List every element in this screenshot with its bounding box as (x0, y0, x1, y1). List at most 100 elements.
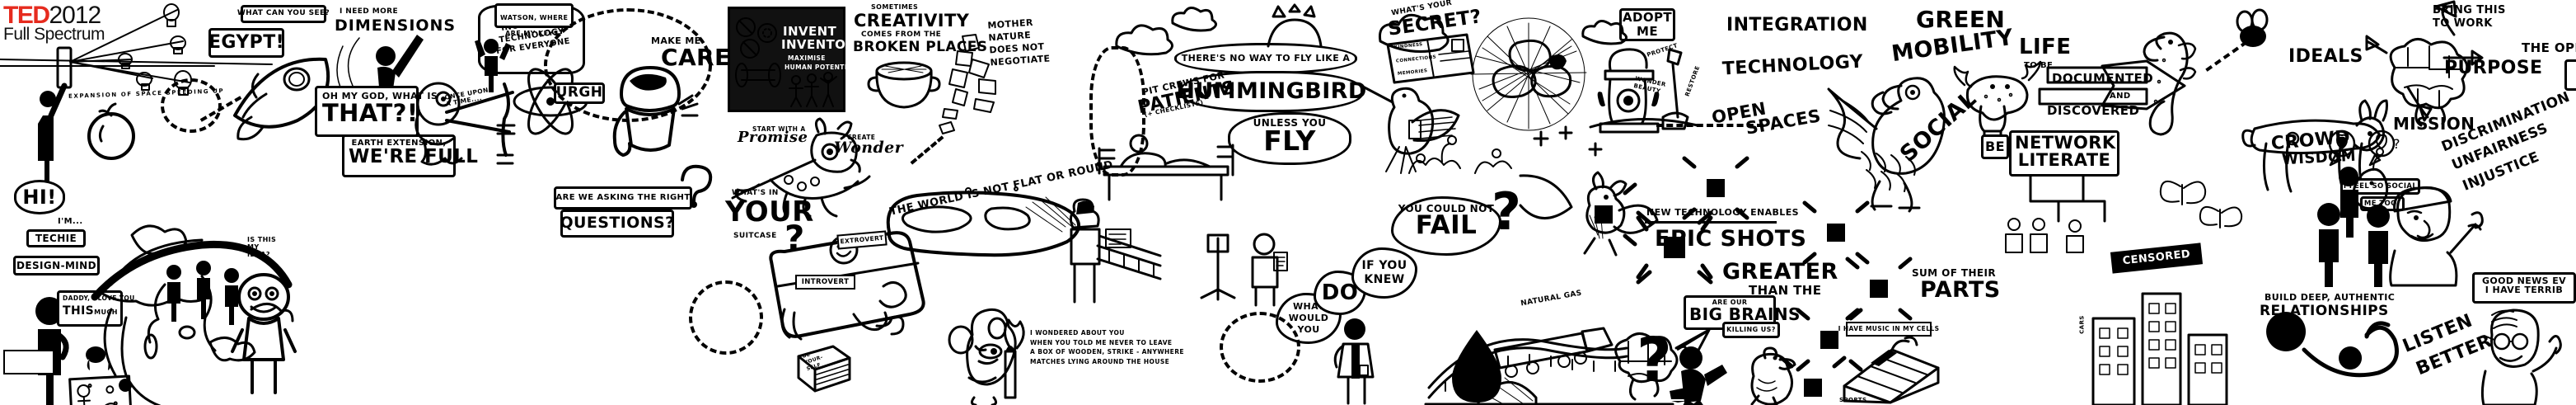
note-fail-question-mark: ? (1492, 181, 1522, 242)
bubble-i-feel-so-social: I FEEL SO SOCIAL (2340, 178, 2420, 195)
note-ideals: IDEALS (2288, 46, 2363, 67)
note-start-with-a: START WITH A (752, 125, 806, 133)
panel-network-literate: NETWORK LITERATE (2009, 130, 2119, 177)
note-unless-you: UNLESS YOU (1253, 117, 1327, 129)
sparkles-drawing (1533, 125, 1603, 157)
label-introvert: INTROVERT (795, 275, 855, 290)
fire-hydrant-snow-drawing (1589, 48, 1699, 134)
note-hummingbird: HUMMINGBIRD (1176, 78, 1367, 105)
note-killing-us: KILLING US? (1726, 325, 1776, 333)
postcard-drawing (1386, 33, 1475, 84)
dotted-ring-1 (161, 78, 222, 133)
slingshot-boy-drawing (415, 82, 516, 166)
note-daddy-much: MUCH (94, 308, 118, 316)
note-daddy-this: THIS (63, 304, 95, 318)
note-your: YOUR (725, 195, 814, 228)
label-techie: TECHIE (26, 229, 86, 247)
label-be: BE (1981, 134, 2009, 159)
rocket-drawing (233, 57, 330, 141)
mouse-match-drawing (948, 308, 1025, 405)
note-than-the: THAN THE (1749, 283, 1822, 298)
bubble-you-say (3, 350, 54, 374)
network-lines-drawing (2029, 175, 2106, 223)
label-i-have-music: I HAVE MUSIC IN MY CELLS (1838, 322, 1939, 337)
note-egypt: EGYPT! (208, 31, 285, 53)
bubble-questions: QUESTIONS? (560, 210, 674, 238)
note-life: LIFE (2019, 35, 2072, 59)
dotted-ring-2 (544, 8, 712, 122)
note-if-you-knew: IF YOU KNEW (1361, 258, 1407, 287)
note-questions: QUESTIONS? (560, 214, 675, 233)
nest-drawing (1470, 17, 1587, 131)
puppet-character-drawing (231, 273, 297, 394)
hummingbird-drawing (1360, 84, 1460, 174)
note-and: AND (2110, 92, 2131, 101)
note-broken-places: BROKEN PLACES (853, 39, 988, 55)
axolotl-drawing (1953, 60, 2042, 139)
note-purpose: PURPOSE (2444, 58, 2543, 78)
hearts-hugging-drawing: ? (2328, 130, 2400, 238)
note-wonder: Wonder (834, 139, 904, 157)
cloud-unless-you-fly: UNLESS YOU FLY (1228, 112, 1351, 165)
people-icons-drawing (2005, 218, 2084, 253)
note-cars-vertical: CARS (2078, 315, 2086, 334)
note-hi: HI! (22, 185, 57, 209)
note-bridge-question: ? (1637, 325, 1673, 396)
note-the-opp: THE OPP (2522, 40, 2576, 55)
note-big-brains: BIG BRAINS (1689, 304, 1801, 325)
note-matches-story: I WONDERED ABOUT YOU WHEN YOU TOLD ME NE… (1030, 329, 1184, 365)
box-the-opp (2564, 59, 2576, 91)
city-buildings-drawing (2091, 292, 2228, 405)
plant-flowers-drawing (1408, 135, 1512, 174)
bubble-egypt: EGYPT! (208, 28, 284, 58)
clipboard-man-drawing (1251, 233, 1288, 307)
note-terrible: I HAVE TERRIB (2485, 285, 2564, 296)
note-suitcase: SUITCASE (733, 232, 777, 240)
small-clouds-drawing (1115, 7, 1628, 56)
note-mother-nature: MOTHER NATURE DOES NOT NEGOTIATE (987, 16, 1051, 68)
book-be-yourself-drawing (797, 345, 851, 393)
dash-trail-2 (910, 135, 944, 165)
piano-drawing (1843, 336, 1940, 404)
sun-drawing (1267, 3, 1323, 48)
panel-icons-drawing (735, 17, 837, 107)
note-bring-this-to-work: BRING THIS TO WORK (2433, 4, 2506, 30)
dash-trail-3 (1656, 124, 1763, 127)
ted-subtitle: Full Spectrum (3, 25, 105, 44)
note-whats-in: WHAT'S IN (732, 189, 779, 197)
note-im: I'M... (58, 217, 83, 226)
bubble-what-can-you-see: WHAT CAN YOU SEE? (237, 5, 330, 23)
parrot-drawing (1827, 77, 1946, 213)
note-create: CREATE (847, 134, 876, 141)
deer-drawing (731, 117, 871, 218)
note-adopt-me: ADOPT ME (1622, 10, 1673, 39)
note-i-have-music: I HAVE MUSIC IN MY CELLS (1838, 325, 1940, 333)
iv-stand-drawing (1200, 233, 1236, 301)
panel-invent-inventors: INVENT INVENTORS MAXIMISE HUMAN POTENTIA… (728, 7, 864, 112)
note-creativity: CREATIVITY (854, 11, 970, 31)
seahorse-drawing (2143, 31, 2197, 136)
bubble-earth-extension-full: EARTH EXTENSION, WE'RE FULL (342, 134, 478, 177)
man-arms-up-drawing (475, 39, 511, 92)
note-to-be: TO BE (2024, 61, 2054, 70)
note-sometimes: SOMETIMES (871, 3, 919, 11)
cloud-you-could-not-fail: YOU COULD NOT FAIL (1391, 196, 1501, 256)
note-inventors: INVENTORS (781, 37, 865, 52)
note-build-deep: BUILD DEEP, AUTHENTIC (2265, 292, 2396, 303)
bubble-killing-us: KILLING US? (1722, 322, 1780, 338)
note-earth-extension: EARTH EXTENSION, (351, 139, 447, 148)
note-invent: INVENT (783, 24, 837, 39)
note-parts: PARTS (1920, 277, 2001, 303)
note-i-need-more: I NEED MORE (340, 7, 398, 16)
cloud-if-you-knew: IF YOU KNEW (1351, 247, 1417, 299)
note-that: THAT?! (322, 99, 419, 128)
bubble-watson-keys: WATSON, WHERE ARE MY KEYS? (494, 3, 574, 37)
note-green: GREEN (1916, 6, 2006, 33)
note-are-our: ARE OUR (1712, 299, 1748, 306)
note-theres-no-way: THERE'S NO WAY TO FLY LIKE A (1181, 53, 1351, 64)
note-network: NETWORK (2015, 133, 2116, 153)
note-what-can-you-see: WHAT CAN YOU SEE? (237, 9, 330, 18)
stretched-world-drawing (886, 186, 1080, 257)
note-integration: INTEGRATION (1726, 15, 1868, 35)
note-mission: MISSION (2393, 114, 2475, 134)
